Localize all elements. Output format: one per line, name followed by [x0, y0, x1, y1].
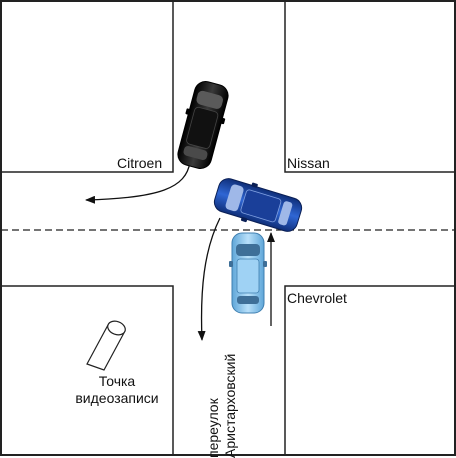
camera-label-line2: видеозаписи [75, 390, 159, 406]
camera-icon [86, 320, 126, 371]
nissan-label: Nissan [287, 155, 330, 171]
nissan-car [213, 178, 303, 232]
camera-label: Точка видеозаписи [62, 373, 172, 407]
street-name-line1: переулок [205, 398, 221, 458]
chevrolet-car [229, 232, 267, 314]
block-top-right [284, 1, 455, 173]
chevrolet-label: Chevrolet [287, 290, 347, 306]
citroen-label: Citroen [117, 155, 163, 171]
camera-label-line1: Точка [98, 373, 136, 389]
citroen-car [177, 81, 229, 169]
block-bottom-right [284, 285, 455, 455]
street-name-line2: Аристарховский [222, 353, 238, 458]
nissan-path-arrow [197, 217, 221, 341]
citroen-path-arrow [85, 161, 191, 204]
block-bottom-left [1, 285, 174, 455]
block-top-left [1, 1, 174, 173]
street-name-label: переулок Аристарховский [205, 258, 239, 458]
